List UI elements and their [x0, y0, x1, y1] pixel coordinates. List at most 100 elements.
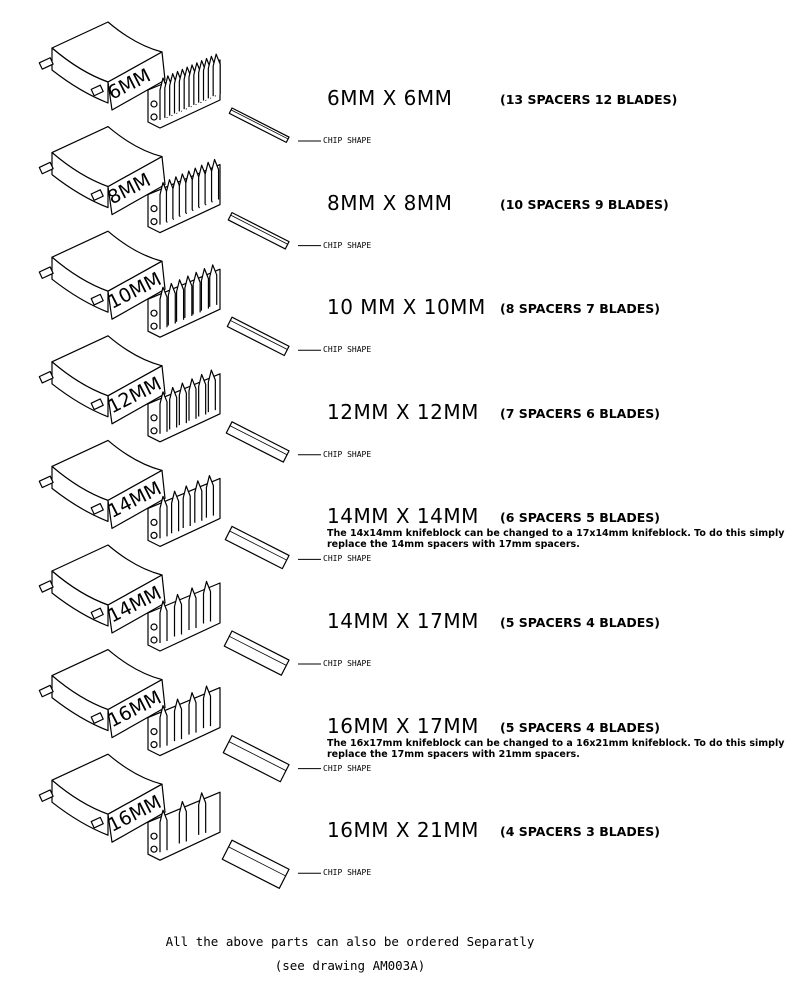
chip-shape-label: CHIP SHAPE [323, 240, 372, 250]
hole-icon [150, 100, 158, 108]
blade [212, 53, 221, 97]
chip-bar-edge [228, 846, 286, 877]
blade [202, 580, 212, 624]
chip-bar-body [227, 211, 290, 250]
blade-pack [147, 580, 221, 652]
blade [200, 268, 210, 311]
size-title: 8MM X 8MM [327, 190, 453, 215]
chip-bar-edge [230, 320, 288, 350]
blade [178, 800, 187, 844]
size-title: 12MM X 12MM [327, 399, 479, 424]
blade [205, 474, 214, 518]
knifeblock-row: 6MM [38, 21, 321, 144]
screw-icon [38, 266, 54, 279]
blade [188, 587, 197, 630]
spacer-blade-spec: (13 SPACERS 12 BLADES) [500, 92, 678, 107]
knifeblock-row: 16MM [38, 648, 321, 783]
blade [159, 809, 168, 853]
chip-bar-body [224, 525, 290, 570]
blade [188, 378, 197, 421]
blade-pack [147, 474, 221, 547]
footer-line-2: (see drawing AM003A) [274, 958, 426, 973]
pin-icon [90, 84, 104, 97]
screw-icon [38, 684, 54, 698]
hole-icon [150, 414, 158, 422]
blade [159, 704, 168, 748]
hole-icon [150, 740, 158, 749]
spacer-blade-spec: (10 SPACERS 9 BLADES) [500, 196, 669, 212]
chip-bar [224, 525, 290, 570]
chip-bar [221, 839, 290, 889]
knifeblock-body: 14MM [38, 544, 166, 634]
blade-pack [147, 264, 221, 338]
blade [159, 495, 168, 539]
blade-pack [147, 791, 221, 861]
knifeblock-row: 8MM [38, 125, 321, 250]
hole-icon [150, 623, 158, 631]
blade [184, 275, 193, 319]
block-label-face [107, 469, 166, 529]
spacer-blade-spec: (5 SPACERS 4 BLADES) [500, 719, 660, 735]
hole-icon [150, 217, 158, 226]
chip-bar [226, 316, 290, 357]
chip-bar-edge [229, 635, 287, 666]
blade-pack [147, 158, 221, 234]
hole-icon [150, 531, 158, 539]
screw-icon [38, 789, 54, 802]
chip-bar-edge [229, 425, 288, 456]
blade [173, 698, 183, 742]
hole-icon [150, 204, 158, 213]
knifeblock-row: 14MM [38, 439, 321, 570]
chip-shape-label: CHIP SHAPE [323, 136, 372, 145]
blade [194, 480, 203, 523]
blade [182, 485, 191, 528]
screw-icon [38, 57, 54, 70]
pin-icon [90, 502, 104, 515]
knifeblock-row: 16MM [38, 753, 321, 889]
spacer-blade-spec: (5 SPACERS 4 BLADES) [500, 615, 660, 630]
blade [207, 369, 216, 413]
knifeblock-body: 16MM [38, 753, 166, 843]
chip-shape-label: CHIP SHAPE [323, 345, 372, 355]
hole-icon [150, 113, 158, 121]
size-title: 10 MM X 10MM [327, 295, 486, 320]
pin-icon [90, 607, 104, 620]
hole-icon [150, 309, 158, 317]
chip-bar [222, 734, 290, 783]
knifeblock-body: 14MM [38, 439, 166, 529]
chip-bar [223, 630, 290, 676]
blade [173, 593, 183, 637]
spacer-blade-spec: (4 SPACERS 3 BLADES) [500, 824, 660, 840]
chip-bar [227, 211, 290, 250]
screw-icon [38, 370, 54, 384]
block-label-face [107, 783, 166, 843]
pin-icon [90, 816, 104, 829]
blade [198, 792, 207, 835]
chip-bar-body [223, 630, 290, 676]
blade [159, 286, 168, 330]
spacer-blade-spec: (6 SPACERS 5 BLADES) [500, 510, 660, 526]
chip-bar-edge [230, 214, 288, 245]
blade [167, 282, 176, 326]
hole-icon [150, 322, 158, 330]
chip-bar-edge [229, 530, 287, 561]
size-title: 14MM X 17MM [327, 609, 479, 633]
blade [209, 264, 218, 307]
hole-icon [150, 518, 158, 526]
knifeblock-row: 10MM [38, 230, 321, 357]
pin-icon [90, 189, 104, 201]
knifeblock-row: 12MM [38, 335, 321, 463]
size-title: 14MM X 14MM [327, 504, 479, 529]
chip-shape-label: CHIP SHAPE [323, 449, 372, 459]
blade-pack [147, 53, 221, 129]
hole-icon [150, 832, 158, 840]
screw-icon [38, 580, 54, 593]
blade [175, 279, 185, 322]
screw-icon [38, 475, 54, 489]
knifeblock-body: 6MM [38, 21, 166, 111]
chip-shape-label: CHIP SHAPE [323, 659, 372, 668]
blade-pack [147, 369, 221, 443]
block-label-face [107, 574, 166, 634]
blade [159, 600, 168, 643]
